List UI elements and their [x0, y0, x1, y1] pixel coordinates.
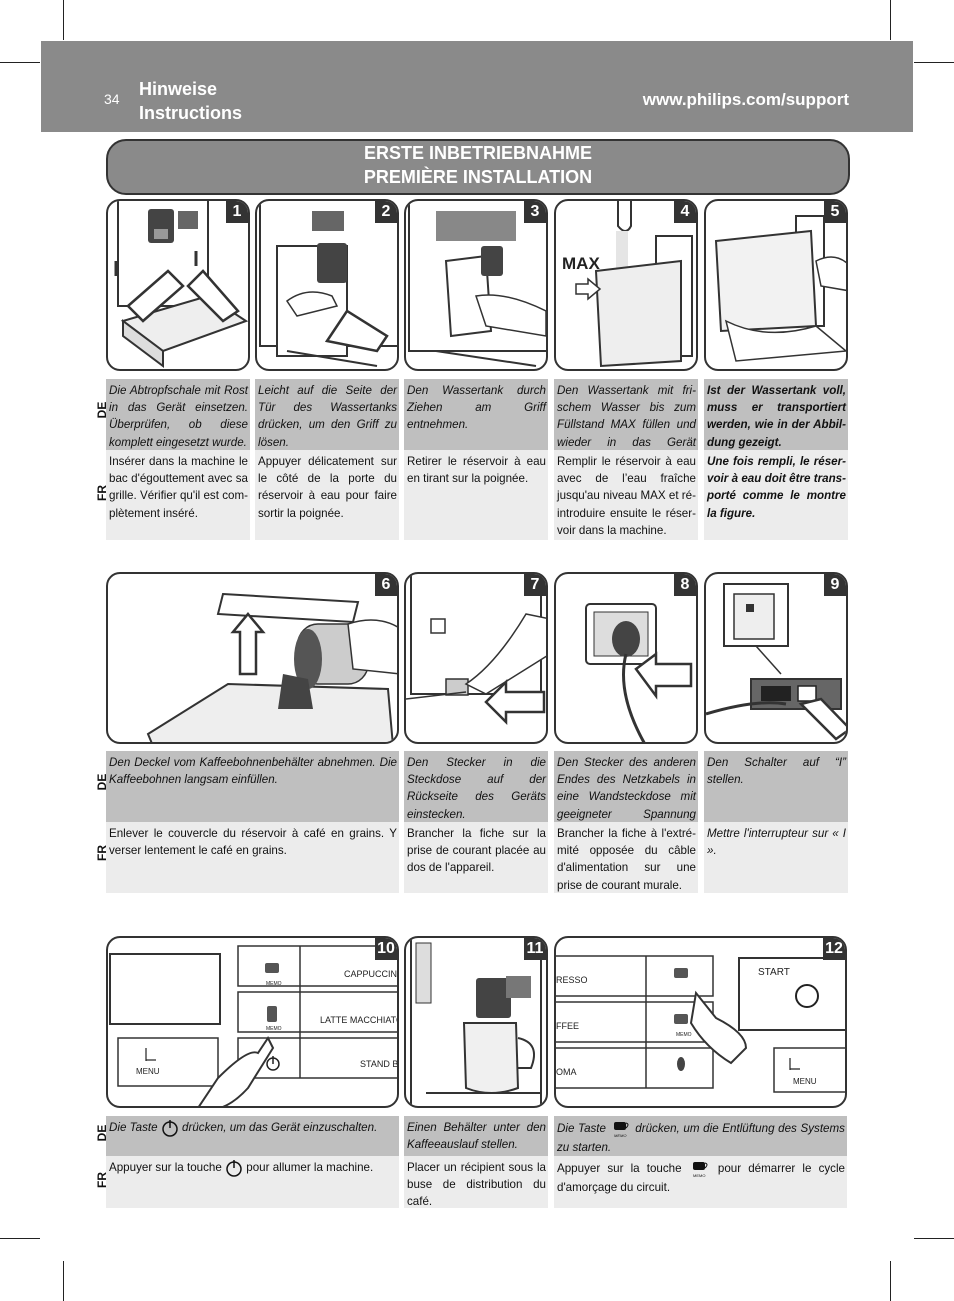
start-label: START [758, 967, 790, 978]
lang-label-fr: FR [91, 1173, 107, 1187]
figure-step-8: 8 [554, 572, 698, 744]
step-11-text-fr: Placer un récipient sous la buse de dist… [404, 1156, 548, 1208]
figure-step-3: 3 [404, 199, 548, 371]
step-number: 10 [375, 938, 397, 960]
step-8-text-fr: Brancher la fiche à l'extré­mité opposée… [554, 822, 698, 893]
step-number: 2 [375, 201, 397, 223]
figure-step-4: MAX 4 [554, 199, 698, 371]
step-10-text-fr: Appuyer sur la touche pour allumer la ma… [106, 1156, 399, 1208]
svg-text:MEMO: MEMO [693, 1173, 705, 1178]
support-url: www.philips.com/support [643, 90, 849, 110]
step-6-text-de: Den Deckel vom Kaffeebohnenbehälter abne… [106, 751, 399, 822]
step-number: 7 [524, 574, 546, 596]
page-number: 34 [104, 91, 120, 107]
crop-mark [63, 1261, 64, 1301]
step-number: 9 [824, 574, 846, 596]
aroma-label: OMA [556, 1067, 577, 1077]
crop-mark [890, 0, 891, 40]
memo-cup-icon: MEMO [610, 1119, 632, 1139]
lang-label-de: DE [91, 775, 107, 789]
step-3-text-de: Den Wassertank durch Zie­hen am Griff en… [404, 379, 548, 450]
figure-step-7: 7 [404, 572, 548, 744]
lang-label-de: DE [91, 1126, 107, 1140]
lang-label-fr: FR [91, 846, 107, 860]
coffee-label: FFEE [556, 1021, 579, 1031]
standby-label: STAND BY [360, 1059, 399, 1069]
step-10-de-part-a: Die Taste [109, 1121, 158, 1134]
figure-step-12: RESSO FFEE OMA MEMO START MENU 12 [554, 936, 847, 1108]
step-9-text-fr: Mettre l'interrupteur sur « I ». [704, 822, 848, 893]
step-9-text-de: Den Schalter auf “I” stellen. [704, 751, 848, 822]
figure-step-1: 1 [106, 199, 250, 371]
step-2-text-fr: Appuyer délicatement sur le côté de la p… [255, 450, 399, 540]
memo-label: MEMO [676, 1032, 692, 1038]
figure-step-9: 9 [704, 572, 848, 744]
power-icon [161, 1119, 179, 1137]
step-1-text-fr: Insérer dans la machine le bac d'égoutte… [106, 450, 250, 540]
header-title-de: Hinweise [139, 79, 217, 100]
crop-mark [914, 62, 954, 63]
crop-mark [890, 1261, 891, 1301]
memo-cup-icon: MEMO [689, 1159, 711, 1179]
power-icon [225, 1159, 243, 1177]
step-8-text-de: Den Stecker des anderen En­des des Netzk… [554, 751, 698, 822]
figure-step-5: 5 [704, 199, 848, 371]
memo-label: MEMO [266, 981, 282, 987]
latte-label: LATTE MACCHIATO [320, 1015, 399, 1025]
step-6-text-fr: Enlever le couvercle du réservoir à café… [106, 822, 399, 893]
cappuccino-label: CAPPUCCINO [344, 969, 399, 979]
banner-title-fr: PREMIÈRE INSTALLATION [108, 165, 848, 189]
step-10-de-part-b: drücken, um das Gerät einzuschalten. [182, 1121, 377, 1134]
step-number: 5 [824, 201, 846, 223]
step-3-text-fr: Retirer le réservoir à eau en tirant sur… [404, 450, 548, 540]
banner-title-de: ERSTE INBETRIEBNAHME [108, 141, 848, 165]
lang-label-fr: FR [91, 486, 107, 500]
step-10-fr-part-b: pour allumer la machine. [246, 1161, 373, 1174]
crop-mark [0, 62, 40, 63]
step-number: 12 [823, 938, 845, 960]
lang-label-de: DE [91, 403, 107, 417]
step-5-text-fr: Une fois rempli, le réser­voir à eau doi… [704, 450, 848, 540]
crop-mark [914, 1238, 954, 1239]
step-number: 6 [375, 574, 397, 596]
espresso-label: RESSO [556, 975, 588, 985]
step-7-text-fr: Brancher la fiche sur la prise de couran… [404, 822, 548, 893]
step-2-text-de: Leicht auf die Seite der Tür des Wassert… [255, 379, 399, 450]
menu-label: MENU [793, 1077, 817, 1086]
section-banner: ERSTE INBETRIEBNAHME PREMIÈRE INSTALLATI… [106, 139, 850, 195]
step-12-text-fr: Appuyer sur la touche MEMO pour démarrer… [554, 1156, 847, 1208]
step-number: 4 [674, 201, 696, 223]
memo-label: MEMO [266, 1026, 282, 1032]
step-10-text-de: Die Taste drücken, um das Gerät einzusch… [106, 1116, 399, 1156]
menu-label: MENU [136, 1067, 160, 1076]
step-12-text-de: Die Taste MEMO drücken, um die Entlüftun… [554, 1116, 847, 1156]
figure-step-2: 2 [255, 199, 399, 371]
header-title-fr: Instructions [139, 103, 242, 124]
figure-step-11: 11 [404, 936, 548, 1108]
step-1-text-de: Die Abtropfschale mit Rost in das Gerät … [106, 379, 250, 450]
step-4-text-fr: Remplir le réservoir à eau avec de l’eau… [554, 450, 698, 540]
step-number: 11 [524, 938, 546, 960]
crop-mark [63, 0, 64, 40]
max-label: MAX [562, 254, 600, 273]
figure-step-6: 6 [106, 572, 399, 744]
crop-mark [0, 1238, 40, 1239]
page-header: 34 Hinweise Instructions www.philips.com… [41, 41, 913, 132]
figure-step-10: MEMO MEMO CAPPUCCINO LATTE MACCHIATO STA… [106, 936, 399, 1108]
step-number: 8 [674, 574, 696, 596]
step-12-fr-part-a: Appuyer sur la touche [557, 1162, 682, 1175]
step-12-de-part-a: Die Taste [557, 1122, 606, 1135]
svg-text:MEMO: MEMO [614, 1133, 626, 1138]
step-4-text-de: Den Wassertank mit fri­schem Wasser bis … [554, 379, 698, 450]
step-number: 1 [226, 201, 248, 223]
step-5-text-de: Ist der Wassertank voll, muss er transpo… [704, 379, 848, 450]
step-11-text-de: Einen Behälter unter den Kaffeeauslauf s… [404, 1116, 548, 1156]
step-number: 3 [524, 201, 546, 223]
step-10-fr-part-a: Appuyer sur la touche [109, 1161, 222, 1174]
step-7-text-de: Den Stecker in die Steckdose auf der Rüc… [404, 751, 548, 822]
